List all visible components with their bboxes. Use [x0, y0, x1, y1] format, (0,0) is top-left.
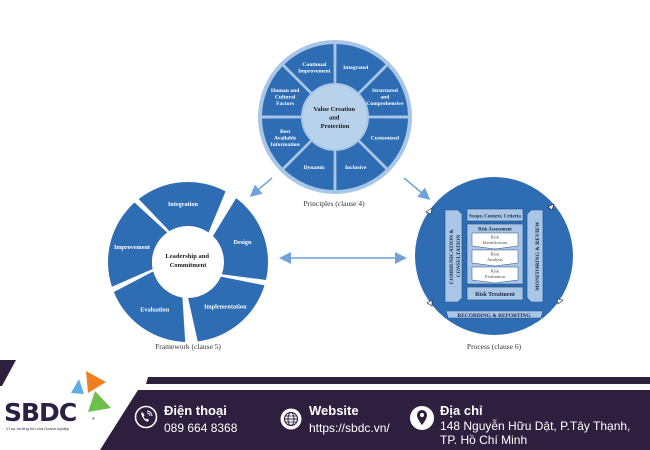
framework-center-label: Leadership and Commitment	[165, 253, 210, 269]
footer-banner: ®	[0, 360, 650, 450]
scope-label: Scope, Context, Criteria	[469, 215, 521, 220]
framework-label: Design	[234, 239, 252, 246]
framework-caption: Framework (clause 5)	[155, 342, 221, 351]
principles-caption: Principles (clause 4)	[303, 199, 365, 208]
framework-label: Integration	[168, 201, 198, 208]
assessment-step-box	[471, 266, 519, 284]
address-line-2: TP. Hồ Chí Minh	[440, 433, 528, 447]
assessment-step-box	[471, 249, 519, 267]
logo-registered-mark: ®	[92, 416, 95, 421]
monitoring-review-bar	[526, 209, 544, 303]
principle-label: Inclusive	[345, 165, 367, 171]
framework-segment	[113, 271, 186, 342]
communication-consultation-bar	[444, 209, 463, 303]
principles-center	[301, 83, 369, 151]
process-caption: Process (clause 6)	[467, 342, 522, 351]
phone-icon	[134, 405, 158, 429]
recording-label: RECORDING & REPORTING	[457, 313, 531, 319]
monitoring-label: MONITORING & REVIEW	[535, 221, 541, 291]
risk-treatment-label: Risk Treatment	[475, 292, 515, 298]
cycle-arrowhead	[547, 203, 555, 211]
logo-tagline: Vì sự trưởng tồn của Doanh nghiệp	[6, 426, 70, 431]
phone-number[interactable]: 089 664 8368	[164, 421, 238, 435]
website-title: Website	[309, 403, 359, 418]
cycle-arrowhead	[556, 298, 564, 305]
corner-stripe	[0, 360, 16, 386]
communication-label: COMMUNICATION & CONSULTATION	[449, 228, 462, 285]
principle-label: Integrated	[343, 65, 369, 71]
framework-label: Implementation	[204, 303, 247, 310]
principle-segment	[284, 141, 334, 190]
principle-label: Dynamic	[304, 165, 326, 171]
footer-bar	[100, 390, 650, 450]
arrow-principles-to-framework	[249, 177, 273, 197]
principles-center-label: Value Creation and Protection	[313, 106, 356, 130]
framework-center	[152, 228, 220, 296]
scope-context-criteria-box	[466, 208, 524, 222]
risk-treatment-box	[466, 286, 524, 301]
principle-segment	[359, 66, 408, 116]
logo-green-triangle	[88, 391, 111, 412]
framework-wheel: Leadership and Commitment IntegrationDes…	[107, 182, 268, 351]
risk-assessment-label: Risk Assessment	[478, 228, 512, 233]
address-title: Địa chỉ	[440, 403, 483, 418]
cycle-arrowhead	[425, 207, 433, 215]
phone-title: Điện thoại	[164, 403, 227, 418]
arrow-principles-to-process	[403, 177, 431, 200]
logo-blue-triangle	[71, 379, 84, 394]
location-pin-icon	[410, 406, 434, 430]
principle-segment	[336, 141, 386, 190]
principle-segment	[262, 118, 311, 168]
sbdc-logo: SBDC	[4, 398, 77, 427]
framework-label: Evaluation	[140, 307, 169, 314]
principle-label: Customized	[371, 136, 400, 142]
website-link[interactable]: https://sbdc.vn/	[309, 421, 390, 435]
principle-segment	[262, 66, 311, 116]
cycle-arrowhead	[426, 299, 433, 307]
framework-segment	[107, 202, 168, 287]
principle-segment	[359, 118, 408, 168]
process-diagram: COMMUNICATION & CONSULTATION MONITORING …	[415, 177, 573, 351]
recording-reporting-bar	[445, 310, 544, 319]
address-line-1: 148 Nguyễn Hữu Dật, P.Tây Thạnh,	[440, 419, 631, 433]
framework-segment	[188, 276, 265, 342]
framework-segment	[138, 182, 226, 233]
principle-segment	[284, 44, 334, 93]
footer-top-stripe	[146, 377, 650, 384]
assessment-step-box	[471, 232, 519, 250]
logo-orange-triangle	[86, 371, 106, 393]
principle-segment	[336, 44, 386, 93]
framework-label: Improvement	[114, 244, 151, 251]
framework-segment	[212, 198, 268, 280]
globe-icon	[280, 408, 302, 430]
